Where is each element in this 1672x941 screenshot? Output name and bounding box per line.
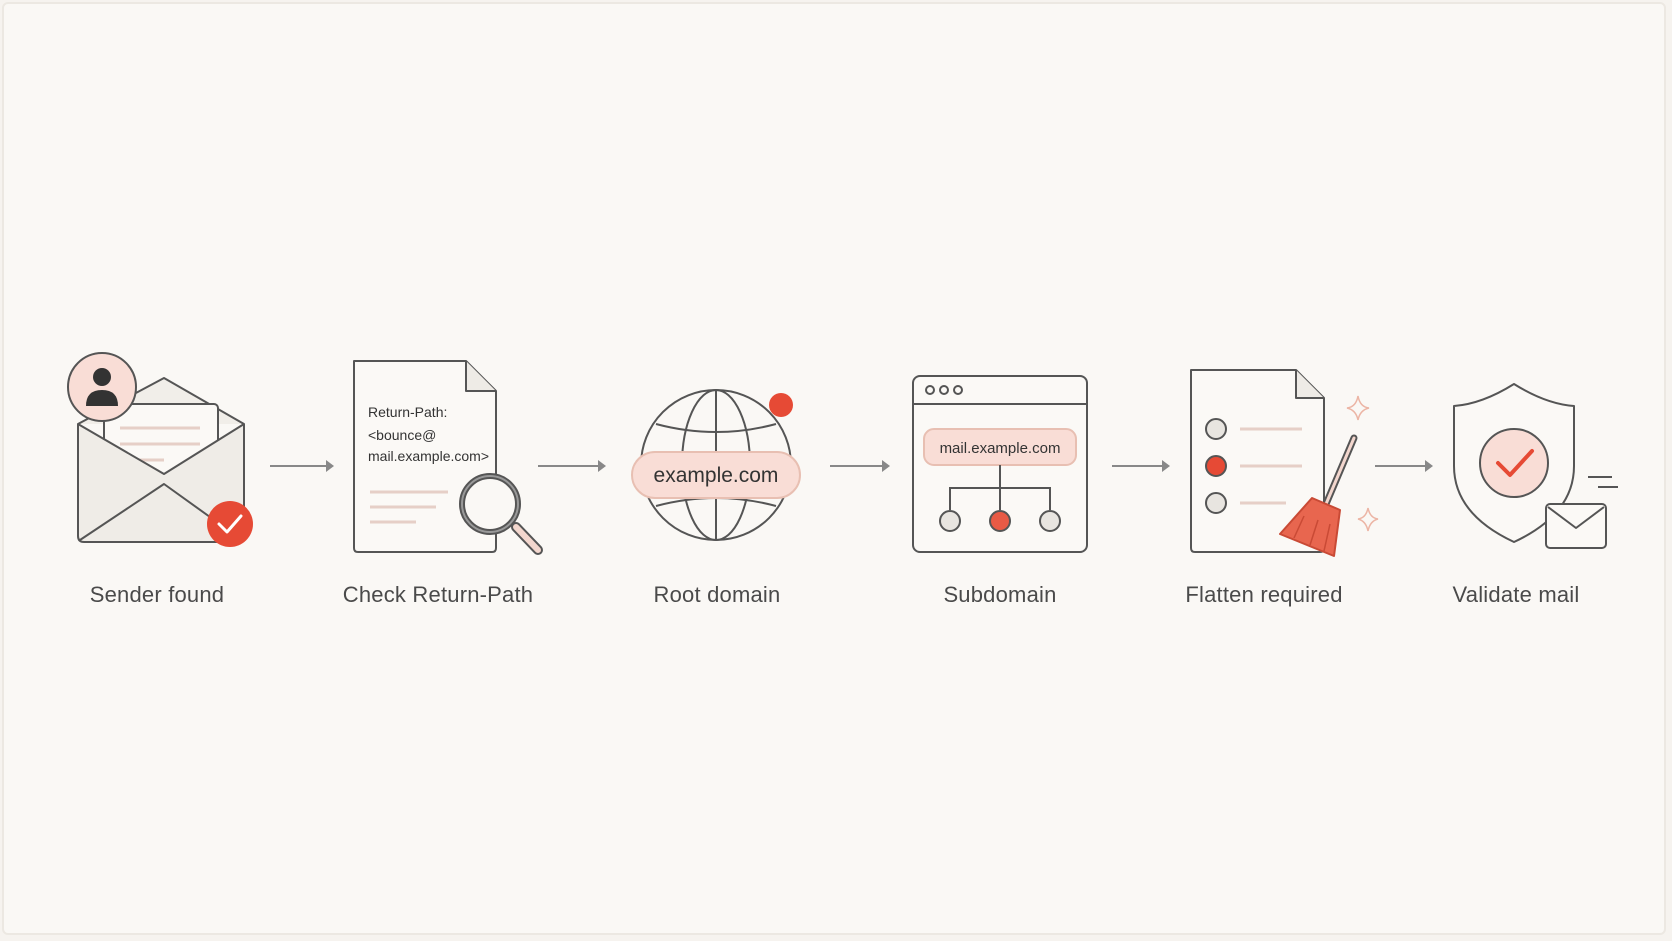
arrow-icon bbox=[830, 460, 890, 472]
domain-pill: mail.example.com bbox=[940, 440, 1061, 457]
arrow-icon bbox=[1112, 460, 1170, 472]
arrow-icon bbox=[270, 460, 334, 472]
check-badge-icon bbox=[207, 501, 253, 547]
step-label: Validate mail bbox=[1452, 582, 1580, 607]
checklist-icon bbox=[1190, 369, 1325, 553]
arrow-icon bbox=[1375, 460, 1433, 472]
shield-check-icon bbox=[1453, 383, 1575, 543]
step-label: Root domain bbox=[653, 582, 781, 607]
doc-line: mail.example.com> bbox=[368, 448, 489, 464]
magnifier-icon bbox=[459, 473, 543, 555]
step-label: Flatten required bbox=[1185, 582, 1343, 607]
step-label: Subdomain bbox=[943, 582, 1057, 607]
step-label: Sender found bbox=[89, 582, 225, 607]
doc-line: <bounce@ bbox=[368, 427, 436, 443]
step-label: Check Return-Path bbox=[342, 582, 534, 607]
domain-pill: example.com bbox=[654, 464, 779, 487]
user-avatar-icon bbox=[67, 352, 137, 422]
arrow-icon bbox=[538, 460, 606, 472]
envelope-icon bbox=[77, 377, 245, 543]
globe-icon: example.com bbox=[631, 389, 801, 541]
broom-icon bbox=[1279, 434, 1358, 557]
tree-icon bbox=[939, 465, 1061, 532]
sparkle-icon bbox=[1346, 395, 1379, 532]
mail-icon bbox=[1545, 476, 1618, 549]
browser-window-icon: mail.example.com bbox=[912, 375, 1088, 553]
doc-line: Return-Path: bbox=[368, 404, 447, 420]
